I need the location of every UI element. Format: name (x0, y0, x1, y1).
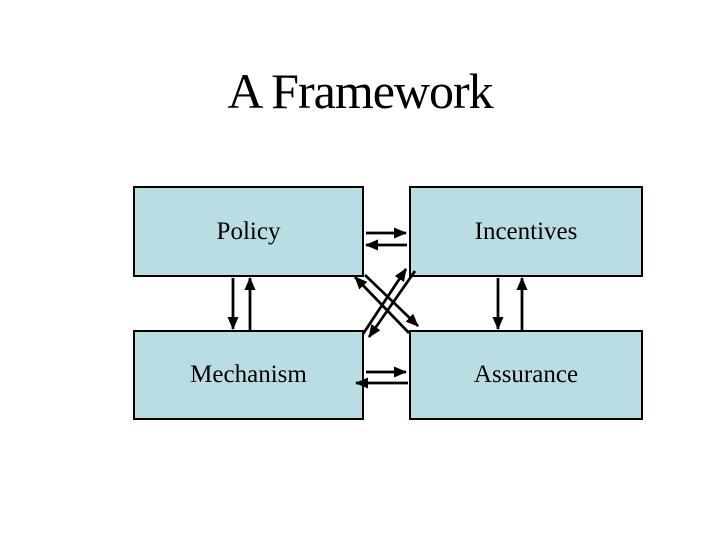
node-policy-label: Policy (216, 217, 281, 245)
node-mechanism-label: Mechanism (190, 361, 307, 388)
node-assurance-label: Assurance (473, 361, 579, 388)
node-incentives: Incentives (409, 186, 643, 277)
arrow-assurance-to-policy (354, 276, 410, 334)
node-assurance: Assurance (409, 330, 643, 420)
slide-title: A Framework (227, 63, 493, 119)
arrow-policy-to-assurance (364, 274, 419, 327)
node-mechanism: Mechanism (133, 330, 364, 420)
node-policy: Policy (133, 186, 364, 277)
arrow-mechanism-to-incentives (361, 268, 408, 335)
node-incentives-label: Incentives (474, 217, 578, 245)
arrow-incentives-to-mechanism (367, 270, 417, 338)
